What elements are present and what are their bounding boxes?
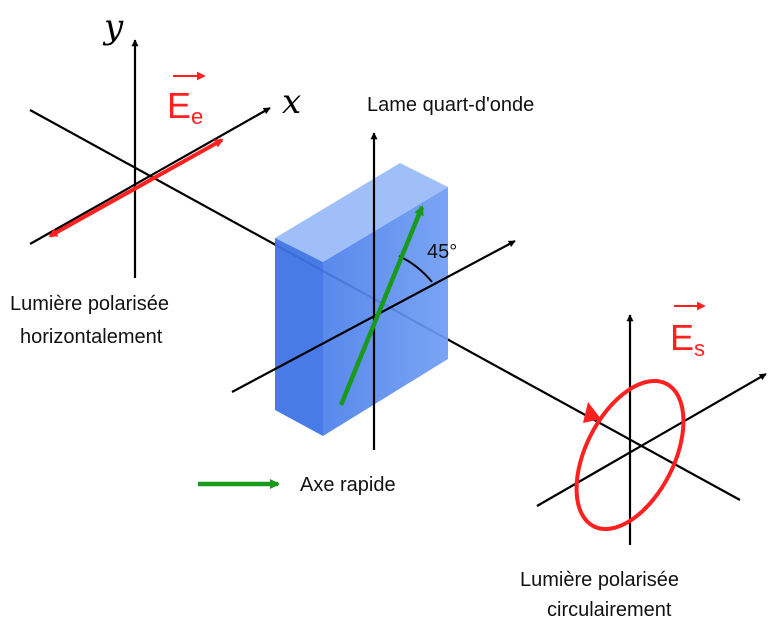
output-caption-line2: circulairement [547, 599, 672, 621]
circular-polarization-ellipse [574, 378, 686, 532]
rotation-arrow-head [583, 402, 601, 423]
output-field-label: Es [670, 317, 705, 361]
output-axes [536, 314, 767, 545]
input-caption-line1: Lumière polarisée [10, 293, 169, 315]
plate-top-face [275, 163, 448, 262]
angle-label: 45° [427, 241, 457, 263]
plate-x-axis [231, 240, 516, 393]
input-field-label: Ee [167, 85, 203, 129]
plate-axes [231, 132, 516, 450]
output-x-axis [536, 373, 767, 507]
fast-axis-vector [338, 205, 425, 406]
plate-label: Lame quart-d'onde [367, 94, 534, 116]
input-caption-line2: horizontalement [20, 326, 163, 348]
input-y-label: y [102, 7, 124, 47]
input-axes [29, 39, 271, 278]
input-x-axis [29, 107, 271, 245]
output-caption-line1: Lumière polarisée [520, 569, 679, 591]
input-field-vector [48, 138, 224, 238]
legend-label: Axe rapide [300, 474, 396, 496]
quarter-wave-plate [275, 163, 448, 436]
input-x-label: x [282, 82, 301, 122]
plate-side-face [275, 238, 323, 436]
